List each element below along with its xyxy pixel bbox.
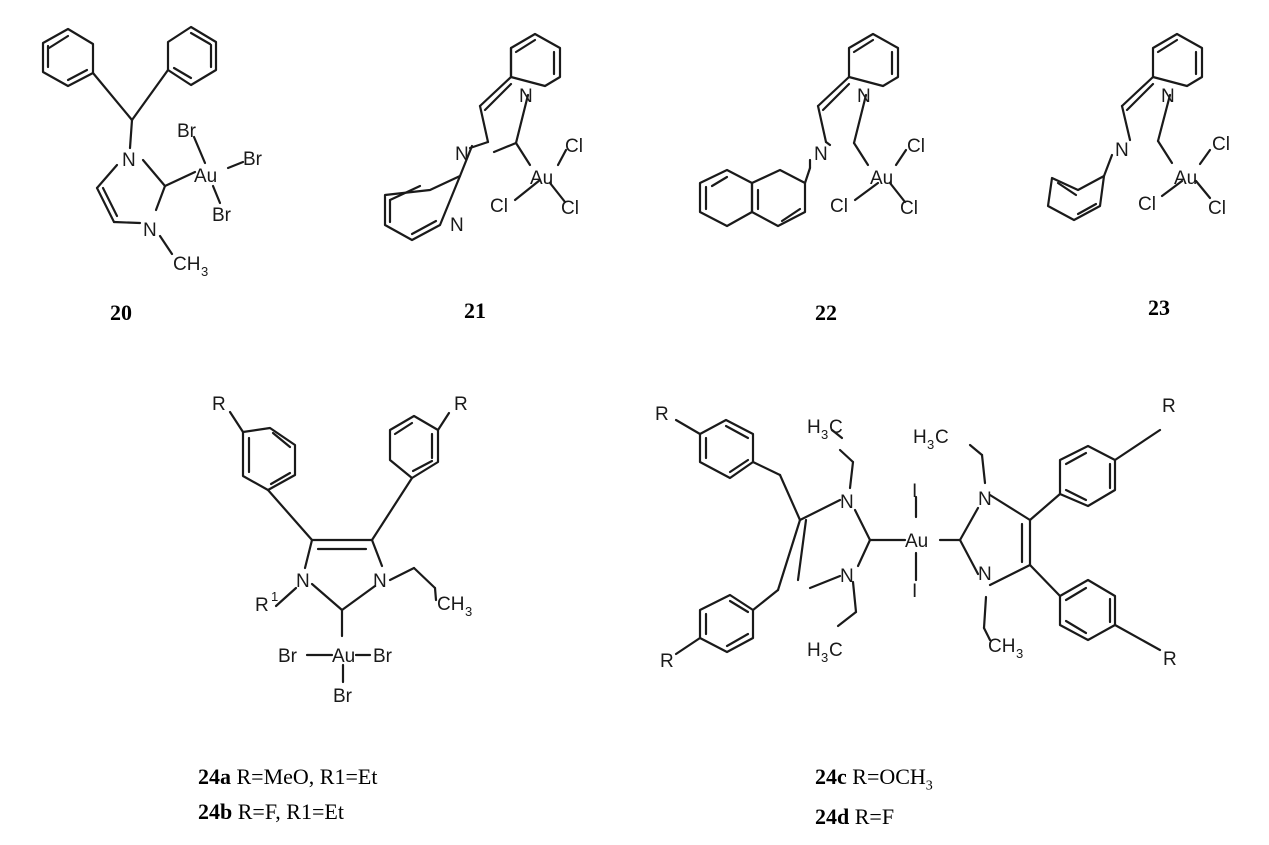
atom-n: N — [296, 571, 310, 592]
atom-cl: Cl — [900, 198, 918, 219]
variant-label-24d: 24d R=F — [815, 804, 895, 829]
atom-c: C — [935, 427, 949, 448]
compound-label-20: 20 — [110, 300, 132, 325]
atom-n: N — [978, 489, 992, 510]
atom-cl: Cl — [1138, 194, 1156, 215]
atom-r: R — [255, 595, 269, 616]
variant-label-24c: 24c R=OCH3 — [815, 764, 933, 794]
atom-n: N — [840, 566, 854, 587]
atom-n: N — [1115, 140, 1129, 161]
atom-ch: CH — [988, 636, 1015, 657]
atom-c: C — [829, 417, 843, 438]
structure-24ab — [228, 410, 451, 684]
atom-au: Au — [905, 531, 928, 552]
compound-label-23: 23 — [1148, 295, 1170, 320]
atom-n: N — [814, 144, 828, 165]
atom-au: Au — [530, 168, 553, 189]
atom-r: R — [454, 394, 468, 415]
atom-br: Br — [212, 205, 232, 226]
atom-br: Br — [243, 149, 263, 170]
atom-r: R — [212, 394, 226, 415]
atom-cl: Cl — [907, 136, 925, 157]
atom-r: R — [1162, 396, 1176, 417]
structure-23 — [1046, 32, 1212, 222]
variant-label-24a: 24a R=MeO, R1=Et — [198, 764, 378, 789]
atom-sub: 3 — [465, 604, 472, 619]
atom-c: C — [829, 640, 843, 661]
atom-sub: 3 — [201, 264, 208, 279]
atom-br: Br — [177, 121, 197, 142]
atom-au: Au — [332, 646, 355, 667]
atom-h: H — [807, 417, 821, 438]
structure-22 — [698, 32, 908, 228]
atom-n: N — [122, 150, 136, 171]
atom-cl: Cl — [565, 136, 583, 157]
atom-i: I — [912, 581, 917, 602]
atom-ch: CH — [437, 594, 464, 615]
compound-label-22: 22 — [815, 300, 837, 325]
atom-n: N — [455, 144, 469, 165]
atom-sup: 1 — [271, 589, 278, 604]
atom-i: I — [912, 481, 917, 502]
atom-n: N — [143, 220, 157, 241]
atom-sub: 3 — [821, 427, 828, 442]
atom-cl: Cl — [490, 196, 508, 217]
atom-h: H — [807, 640, 821, 661]
atom-au: Au — [1174, 168, 1197, 189]
atom-n: N — [519, 86, 533, 107]
atom-n: N — [978, 564, 992, 585]
atom-br: Br — [278, 646, 298, 667]
atom-au: Au — [870, 168, 893, 189]
atom-br: Br — [373, 646, 393, 667]
atom-sub: 3 — [1016, 646, 1023, 661]
atom-n: N — [857, 86, 871, 107]
atom-br: Br — [333, 686, 353, 707]
structure-24cd — [674, 418, 1162, 656]
compound-label-21: 21 — [464, 298, 486, 323]
atom-sub: 3 — [927, 437, 934, 452]
atom-h: H — [913, 427, 927, 448]
structure-21 — [383, 32, 568, 242]
atom-n: N — [373, 571, 387, 592]
atom-n: N — [840, 492, 854, 513]
atom-cl: Cl — [1212, 134, 1230, 155]
atom-cl: Cl — [830, 196, 848, 217]
atom-cl: Cl — [561, 198, 579, 219]
atom-n: N — [1161, 86, 1175, 107]
atom-r: R — [655, 404, 669, 425]
atom-n: N — [450, 215, 464, 236]
atom-sub: 3 — [821, 650, 828, 665]
atom-ch: CH — [173, 254, 200, 275]
structure-20 — [41, 25, 245, 256]
atom-au: Au — [194, 166, 217, 187]
atom-r: R — [660, 651, 674, 672]
atom-cl: Cl — [1208, 198, 1226, 219]
atom-r: R — [1163, 649, 1177, 670]
variant-label-24b: 24b R=F, R1=Et — [198, 799, 344, 824]
